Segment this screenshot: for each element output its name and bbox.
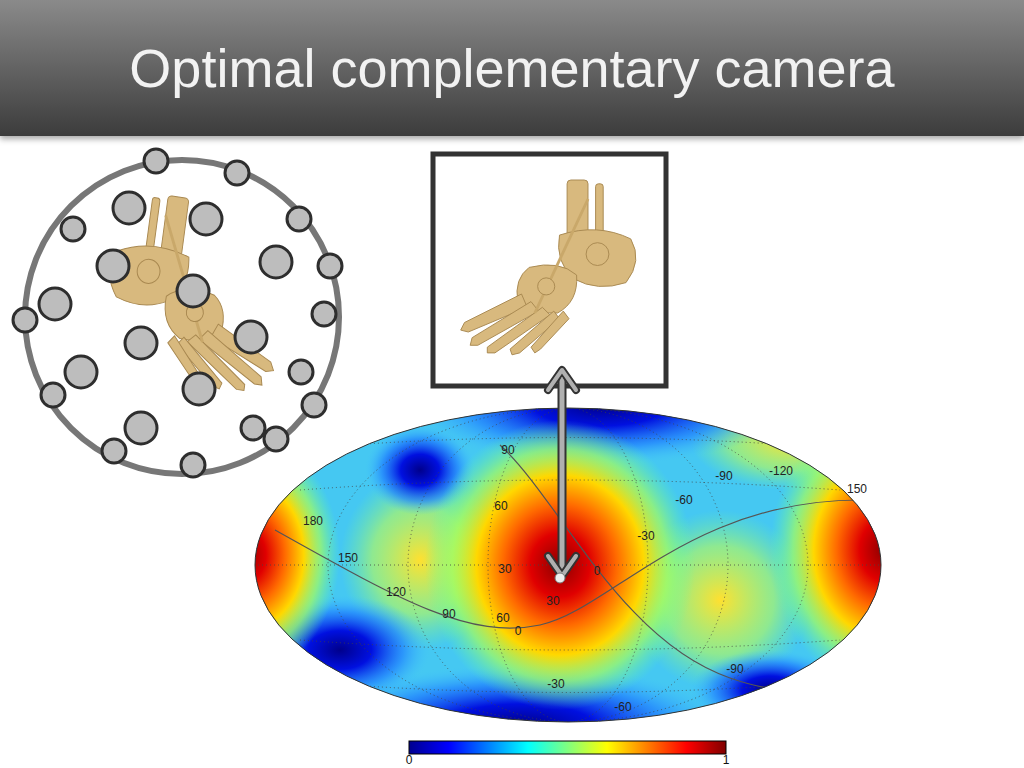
angle-label: -60	[675, 494, 692, 506]
angle-label: 30	[498, 563, 511, 575]
angle-label: 150	[847, 483, 867, 495]
angle-label: 90	[442, 608, 455, 620]
angle-label: 0	[515, 625, 522, 637]
angle-label: 180	[303, 515, 323, 527]
angle-label: 30	[546, 595, 559, 607]
angle-label: -60	[614, 701, 631, 713]
angle-label: -30	[547, 678, 564, 690]
angle-label: 150	[338, 552, 358, 564]
angle-label: 0	[594, 565, 601, 577]
angle-label: 60	[494, 500, 507, 512]
angle-label: -30	[637, 530, 654, 542]
slide-title: Optimal complementary camera	[0, 0, 1024, 136]
angle-label: -90	[715, 470, 732, 482]
angle-label: -120	[769, 465, 793, 477]
angle-label: -90	[726, 663, 743, 675]
angle-label: 120	[386, 586, 406, 598]
angle-label: 60	[496, 612, 509, 624]
colorbar-tick: 0	[406, 754, 413, 766]
colorbar-tick: 1	[723, 754, 730, 766]
angle-label: 90	[501, 444, 514, 456]
